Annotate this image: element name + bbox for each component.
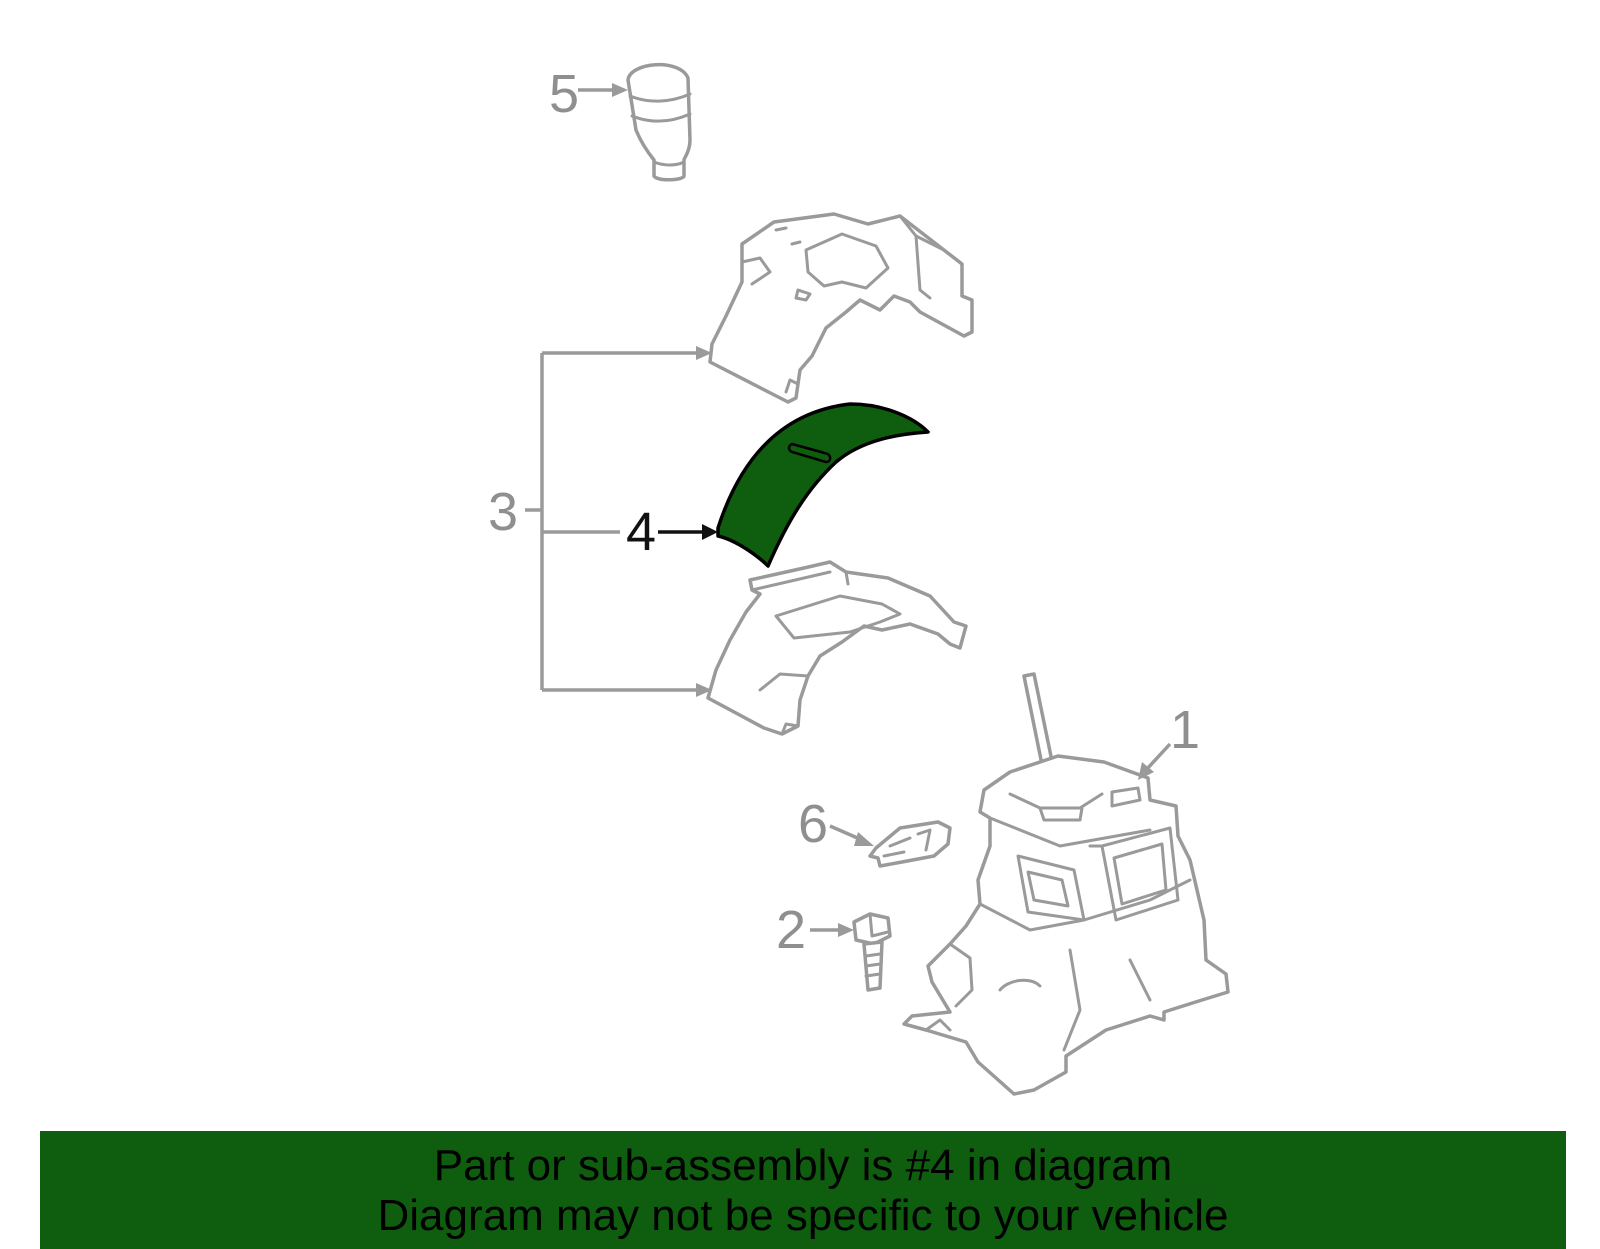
- callout-6-label: 6: [798, 794, 828, 854]
- callout-5: 5: [549, 64, 628, 124]
- callout-3: 3: [488, 346, 712, 697]
- callout-3-label: 3: [488, 482, 518, 542]
- callout-4: 4: [626, 502, 718, 562]
- part-1-shifter-assembly[interactable]: [902, 672, 1230, 1096]
- part-6-clip[interactable]: [868, 820, 952, 868]
- callout-1-label: 1: [1170, 700, 1200, 760]
- callout-5-label: 5: [549, 64, 579, 124]
- callout-2-label: 2: [776, 900, 806, 960]
- info-banner: Part or sub-assembly is #4 in diagram Di…: [40, 1131, 1566, 1249]
- callout-2: 2: [776, 900, 854, 960]
- part-3-upper-bezel[interactable]: [708, 212, 974, 404]
- callout-6: 6: [798, 794, 874, 854]
- part-5-shift-knob[interactable]: [626, 63, 692, 182]
- banner-line-1: Part or sub-assembly is #4 in diagram: [433, 1141, 1173, 1190]
- banner-line-2: Diagram may not be specific to your vehi…: [377, 1191, 1229, 1240]
- callout-4-label: 4: [626, 502, 656, 562]
- part-2-bolt[interactable]: [852, 912, 892, 992]
- callout-1: 1: [1138, 700, 1200, 780]
- part-3-lower-housing[interactable]: [706, 560, 968, 736]
- part-4-highlighted-trim[interactable]: [716, 402, 930, 568]
